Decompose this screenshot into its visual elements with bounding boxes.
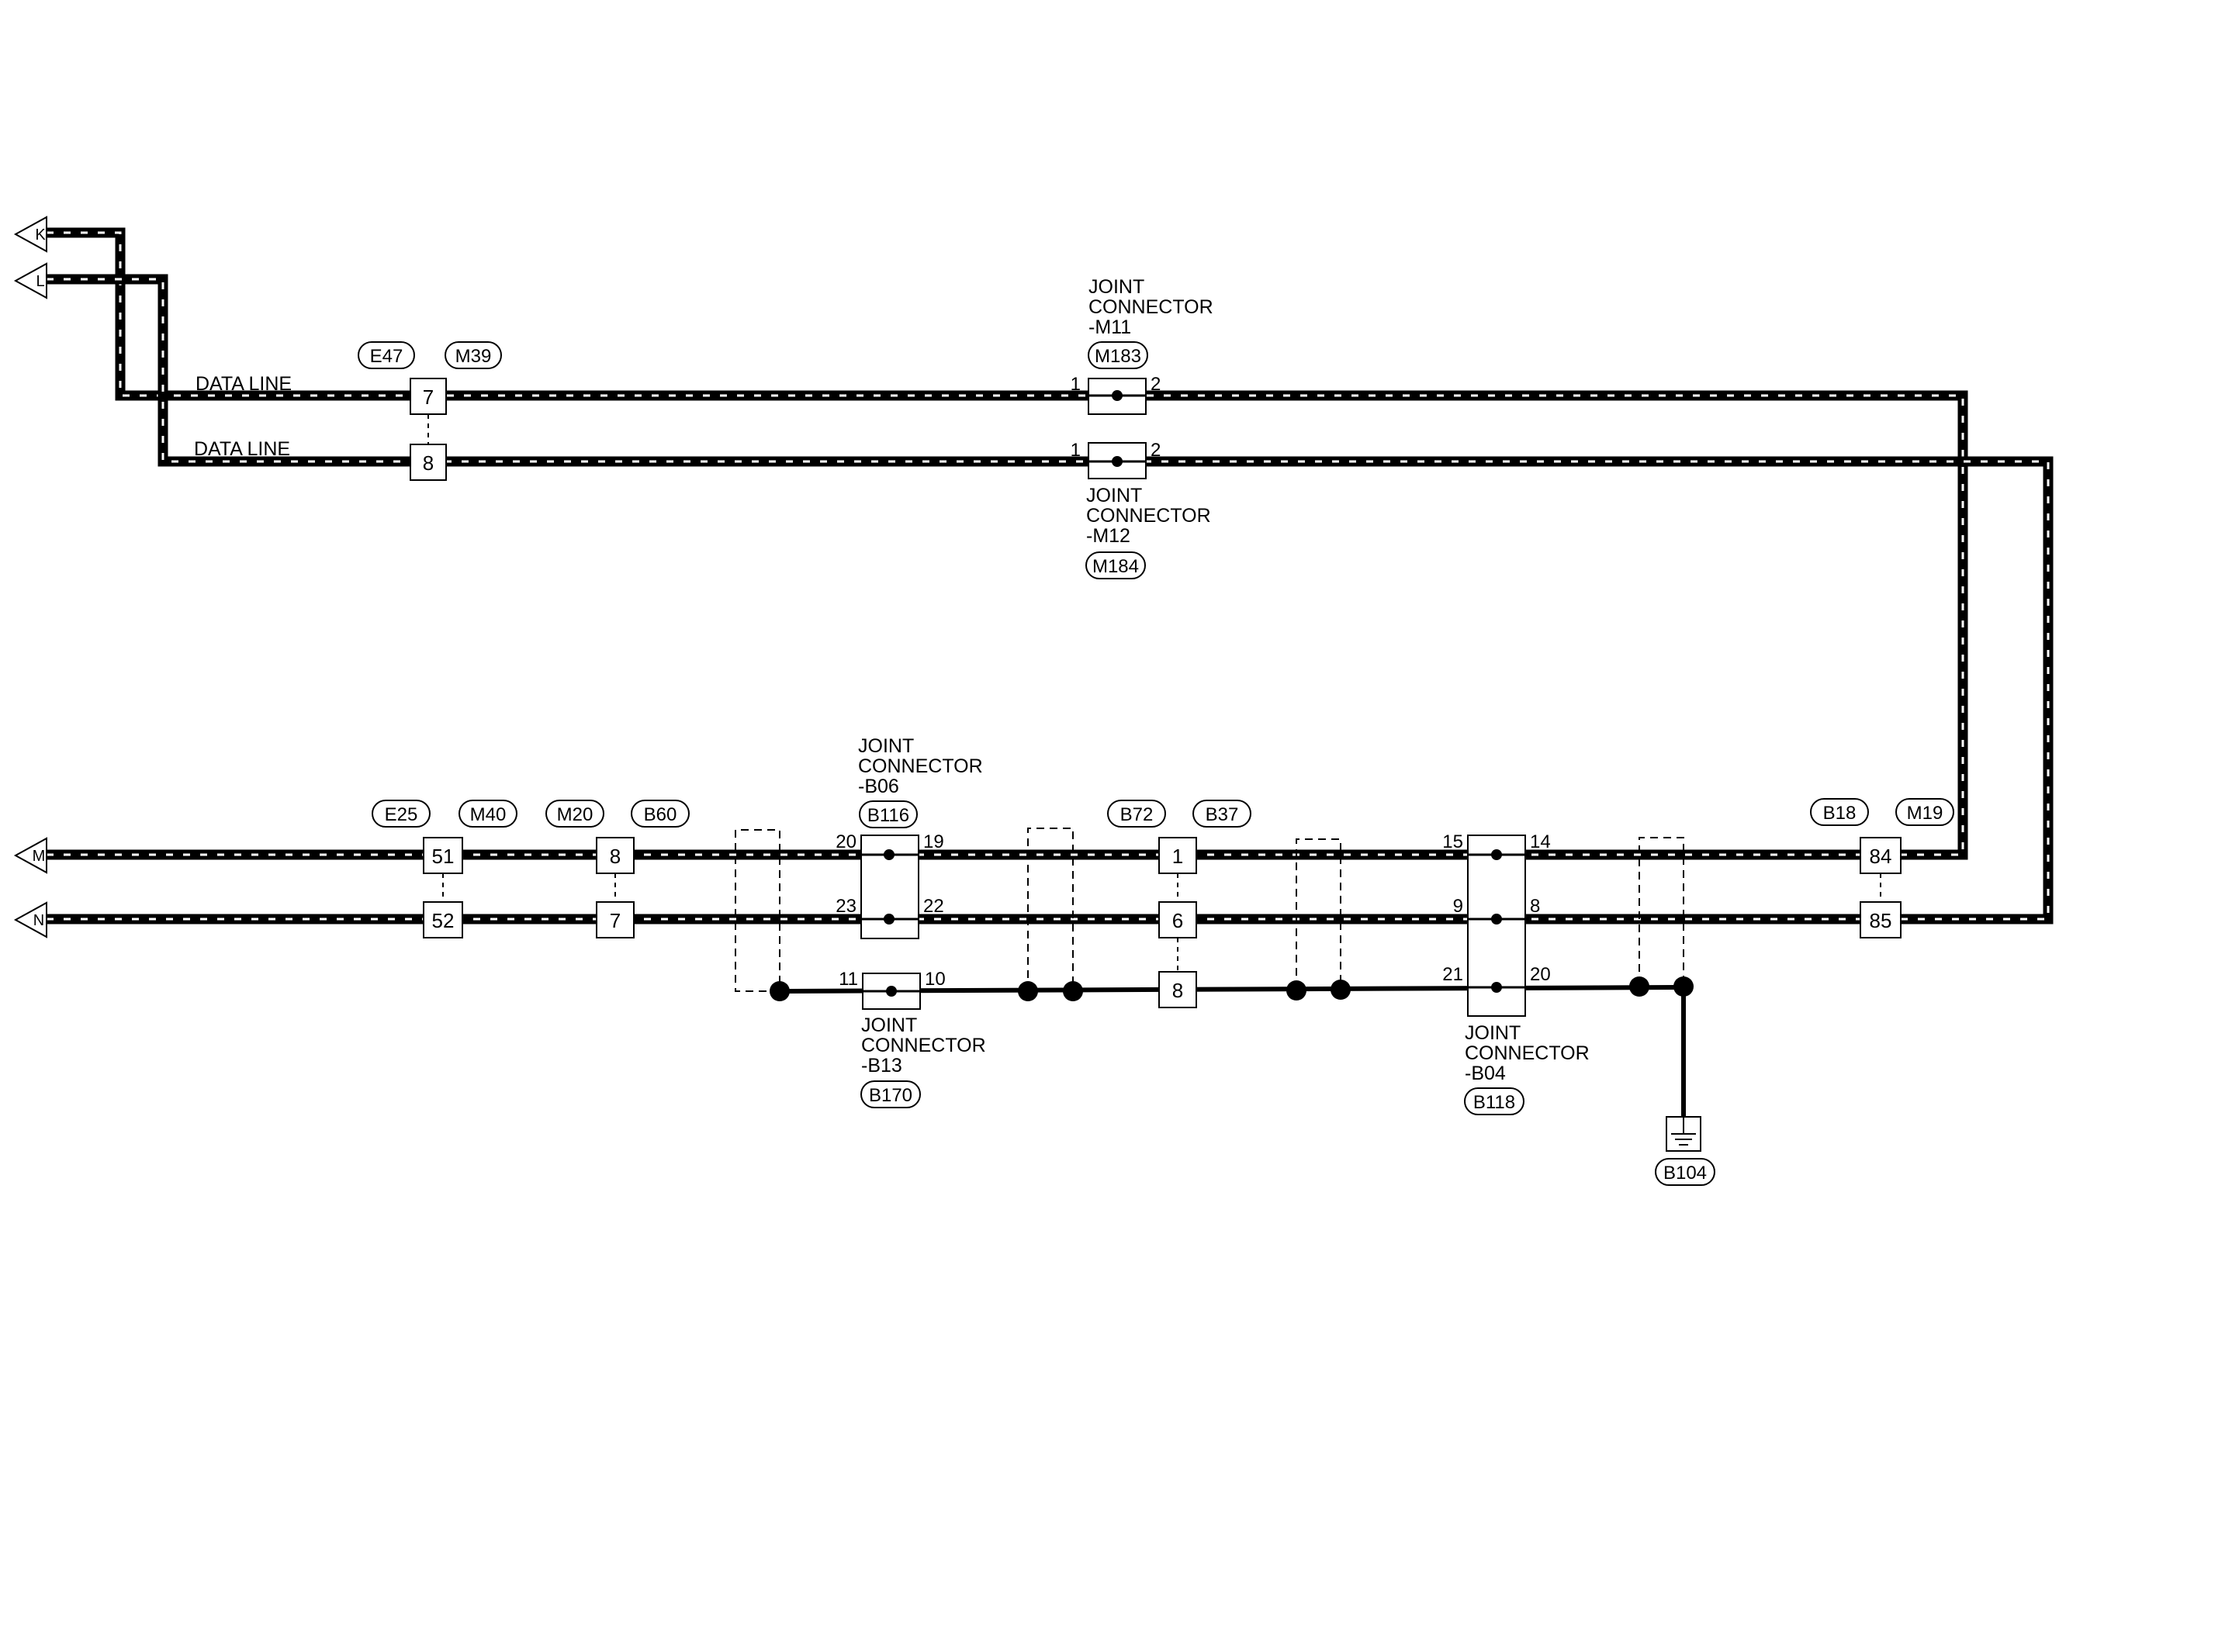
data-line-k-wire [47,227,1968,860]
splice-dot [1286,980,1306,1001]
joint-b13-pin-right: 10 [925,969,946,990]
connector-label-b18: B18 [1823,803,1857,824]
joint-m12-connector-id: M184 [1092,556,1139,577]
connector-label-m39: M39 [455,346,492,367]
data-line-label-k: DATA LINE [196,373,292,395]
terminal-b18-n: 85 [1870,909,1892,932]
joint-b04-pin-n-right: 8 [1530,896,1540,917]
terminal-b72-s: 8 [1172,979,1183,1002]
connector-b72-b37: B72 B37 1 6 8 [1107,800,1251,1008]
joint-m11-title-2: CONNECTOR [1088,296,1213,318]
joint-b04-pin-s-left: 21 [1442,964,1463,985]
joint-m11-pin-right: 2 [1151,374,1161,395]
arrow-k-label: K [35,226,46,244]
joint-b04-pin-s-right: 20 [1530,964,1551,985]
data-line-l-wire [47,274,2054,924]
connector-label-b60: B60 [644,804,677,825]
joint-b04-title-3: -B04 [1465,1063,1506,1084]
ground-icon [1671,1117,1696,1146]
joint-b06-pin-n-left: 23 [836,896,856,917]
joint-b04-pin-n-left: 9 [1453,896,1463,917]
joint-connector-b06: JOINT CONNECTOR -B06 B116 20 19 23 22 [836,735,983,939]
joint-b06-connector-id: B116 [867,805,909,826]
connector-label-b37: B37 [1206,804,1239,825]
connector-e47-m39: E47 M39 7 8 [358,341,502,481]
joint-m12-title-2: CONNECTOR [1086,505,1211,527]
connector-e25-m40: E25 M40 51 52 [372,800,517,938]
joint-m12-title-1: JOINT [1086,485,1142,506]
ground-b104: B104 [1655,1116,1715,1186]
terminal-e25-m: 51 [432,845,455,868]
connector-m20-b60: M20 B60 8 7 [545,800,690,938]
shield-enclosure-3 [1296,838,1341,989]
connector-label-e47: E47 [370,346,403,367]
connector-label-b72: B72 [1120,804,1154,825]
joint-b06-title-3: -B06 [858,776,899,797]
joint-b13-connector-id: B170 [869,1085,912,1106]
joint-b06-pin-m-right: 19 [923,831,944,852]
arrow-m-label: M [33,848,46,865]
joint-b13-title-1: JOINT [861,1014,917,1036]
drain-splices [770,976,1694,1001]
joint-b04-pin-m-left: 15 [1442,831,1463,852]
arrow-n-label: N [33,912,44,929]
arrow-l-label: L [36,273,44,290]
joint-m11-title-3: -M11 [1088,316,1131,338]
joint-m12-title-3: -M12 [1086,525,1130,547]
joint-b13-title-2: CONNECTOR [861,1035,986,1056]
arrow-l: L [13,262,47,299]
splice-dot [1673,976,1694,997]
terminal-m20-n: 7 [610,909,621,932]
joint-m11-title-1: JOINT [1088,276,1144,298]
connector-label-e25: E25 [385,804,418,825]
splice-dot [1063,981,1083,1001]
terminal-m20-m: 8 [610,845,621,868]
splice-dot [1629,976,1649,997]
connector-label-m40: M40 [470,804,507,825]
joint-connector-m12: 1 2 JOINT CONNECTOR -M12 M184 [1071,440,1211,579]
joint-m11-connector-id: M183 [1095,346,1141,367]
data-line-label-l: DATA LINE [194,438,290,460]
terminal-b18-m: 84 [1870,845,1892,868]
joint-b06-title-2: CONNECTOR [858,755,983,777]
joint-b04-pin-m-right: 14 [1530,831,1551,852]
joint-b04-connector-id: B118 [1473,1092,1515,1113]
joint-b04-title-1: JOINT [1465,1022,1521,1044]
connector-label-m19: M19 [1907,803,1943,824]
joint-connector-b04: 15 14 9 8 21 20 JOINT CONNECTOR -B04 B11… [1442,831,1590,1115]
joint-m12-pin-left: 1 [1071,440,1081,461]
terminal-e25-n: 52 [432,909,455,932]
splice-dot [1018,981,1038,1001]
joint-m11-pin-left: 1 [1071,374,1081,395]
shield-enclosure-1 [735,829,780,992]
joint-connector-b13: 11 10 JOINT CONNECTOR -B13 B170 [839,969,986,1108]
connector-b18-m19: B18 M19 84 85 [1810,798,1954,938]
terminal-b72-n: 6 [1172,909,1183,932]
shield-enclosure-4 [1639,837,1684,985]
arrow-m: M [13,837,47,874]
joint-b06-pin-m-left: 20 [836,831,856,852]
joint-b06-pin-n-right: 22 [923,896,944,917]
connector-label-m20: M20 [557,804,593,825]
joint-b13-pin-left: 11 [839,969,858,990]
joint-b13-title-3: -B13 [861,1055,902,1077]
ground-connector-id: B104 [1663,1163,1707,1184]
terminal-e47-k: 7 [423,385,434,409]
joint-b04-title-2: CONNECTOR [1465,1042,1590,1064]
joint-connector-m11: JOINT CONNECTOR -M11 M183 1 2 [1071,276,1213,415]
joint-b06-title-1: JOINT [858,735,914,757]
terminal-e47-l: 8 [423,451,434,475]
splice-dot [770,981,790,1001]
terminal-b72-m: 1 [1172,845,1183,868]
arrow-n: N [13,901,47,938]
shield-enclosure-2 [1027,828,1074,991]
splice-dot [1331,980,1351,1000]
arrow-k: K [13,216,47,253]
joint-m12-pin-right: 2 [1151,440,1161,461]
